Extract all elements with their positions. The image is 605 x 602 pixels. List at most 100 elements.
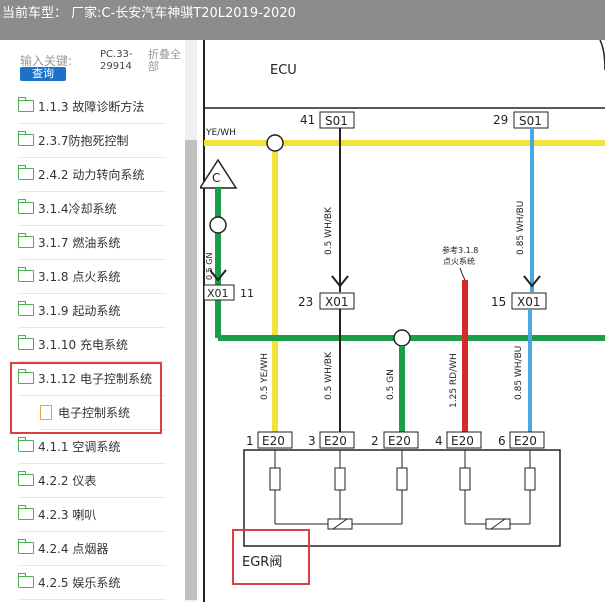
folder-icon xyxy=(18,573,34,588)
selection-highlight xyxy=(10,362,162,434)
search-button[interactable]: 查询 xyxy=(20,67,66,81)
tree-item-electronic-control-doc[interactable]: 电子控制系统 xyxy=(40,395,166,430)
egr-valve-label: EGR阀 xyxy=(242,555,282,570)
resistor xyxy=(269,467,281,491)
folder-icon xyxy=(18,437,34,452)
wire-wh-bu-label: 0.85 WH/BU xyxy=(516,201,526,255)
ref-pointer xyxy=(459,267,466,281)
tree-item-fuel[interactable]: 3.1.7 燃油系统 xyxy=(18,225,166,260)
code-text: PC.33- 29914 xyxy=(100,49,133,72)
tree-item-fault-diagnosis[interactable]: 1.1.3 故障诊断方法 xyxy=(18,89,166,124)
tree-item-charging[interactable]: 3.1.10 充电系统 xyxy=(18,327,166,362)
tree-item-label: 4.2.5 娱乐系统 xyxy=(38,575,121,590)
pin-23-label: 23 xyxy=(298,295,313,309)
tree-item-label: 3.1.10 充电系统 xyxy=(38,337,128,352)
tree-item-label: 3.1.8 点火系统 xyxy=(38,269,121,284)
e20-pin-6: 6 xyxy=(498,434,506,448)
tree-item-abs[interactable]: 2.3.7防抱死控制 xyxy=(18,123,166,158)
pin-41-label: 41 xyxy=(300,113,315,127)
ref-note-line2: 点火系统 xyxy=(443,256,475,266)
pin-29-label: 29 xyxy=(493,113,508,127)
connector-x01-23 xyxy=(319,292,355,310)
pin-15-label: 15 xyxy=(491,295,506,309)
coil-slash xyxy=(332,518,348,530)
resistor xyxy=(459,467,471,491)
tree-item-cigarette-lighter[interactable]: 4.2.4 点烟器 xyxy=(18,531,166,566)
e20-pin-2: 2 xyxy=(371,434,379,448)
folder-icon xyxy=(18,539,34,554)
x01-23-label: X01 xyxy=(325,295,349,309)
sidebar: 输入关键: 查询 PC.33- 29914 折叠全 部 1.1.3 故障诊断方法… xyxy=(0,40,200,602)
connector-e20-2 xyxy=(383,431,419,449)
tree-item-power-steering[interactable]: 2.4.2 动力转向系统 xyxy=(18,157,166,192)
wire-rd-wh-label: 1.25 RD/WH xyxy=(449,353,459,408)
folder-icon xyxy=(18,131,34,146)
title-bar: 当前车型： 厂家:C-长安汽车神骐T20L2019-2020 xyxy=(0,0,605,40)
collapse-all-button[interactable]: 折叠全 部 xyxy=(148,48,181,73)
e20-label: E20 xyxy=(514,434,537,448)
ecu-corner xyxy=(599,40,605,71)
folder-icon xyxy=(18,165,34,180)
tree-item-label: 2.3.7防抱死控制 xyxy=(38,133,129,148)
ecu-label: ECU xyxy=(270,63,297,78)
wire-gn-label: 0.5 GN xyxy=(205,253,214,280)
s01-29-label: S01 xyxy=(519,114,542,128)
tree-item-label: 3.1.7 燃油系统 xyxy=(38,235,121,250)
tree-item-label: 1.1.3 故障诊断方法 xyxy=(38,99,145,114)
tree-item-horn[interactable]: 4.2.3 喇叭 xyxy=(18,497,166,532)
splice-node xyxy=(393,329,411,347)
tree-item-label: 电子控制系统 xyxy=(58,405,131,420)
connector-x01-11 xyxy=(203,284,235,301)
connector-arrow xyxy=(523,275,541,288)
folder-open-icon xyxy=(18,369,34,384)
search-label: 输入关键: xyxy=(20,54,73,68)
folder-icon xyxy=(18,97,34,112)
splice-node xyxy=(266,134,284,152)
resistor xyxy=(524,467,536,491)
vehicle-title: 当前车型： 厂家:C-长安汽车神骐T20L2019-2020 xyxy=(2,6,296,21)
tree-item-label: 4.2.4 点烟器 xyxy=(38,541,109,556)
e20-label: E20 xyxy=(388,434,411,448)
scrollbar-thumb[interactable] xyxy=(185,140,197,600)
tree-item-starting[interactable]: 3.1.9 起动系统 xyxy=(18,293,166,328)
x01-11-label: X01 xyxy=(207,287,229,300)
wire-gn2-label: 0.5 GN xyxy=(386,369,396,400)
wire-ye-wh-label: 0.5 YE/WH xyxy=(260,353,270,400)
tree-item-entertainment[interactable]: 4.2.5 娱乐系统 xyxy=(18,565,166,600)
connector-e20-3 xyxy=(319,431,355,449)
tree-item-label: 2.4.2 动力转向系统 xyxy=(38,167,145,182)
wire-wh-bu2-label: 0.85 WH/BU xyxy=(514,346,524,400)
folder-icon xyxy=(18,505,34,520)
e20-label: E20 xyxy=(262,434,285,448)
wiring-diagram-svg: ECU YE/WH 0.5 YE/WH C 0.5 GN X01 11 0.5 … xyxy=(200,40,605,602)
tree-item-electronic-control[interactable]: 3.1.12 电子控制系统 xyxy=(18,361,166,396)
tree-item-label: 3.1.9 起动系统 xyxy=(38,303,121,318)
tree-item-label: 4.1.1 空调系统 xyxy=(38,439,121,454)
x01-15-label: X01 xyxy=(517,295,541,309)
sidebar-scrollbar[interactable] xyxy=(185,40,197,602)
folder-icon xyxy=(18,199,34,214)
yewh-top-label: YE/WH xyxy=(205,128,236,138)
tree-item-label: 3.1.12 电子控制系统 xyxy=(38,371,152,386)
splice-node xyxy=(209,216,227,234)
folder-icon xyxy=(18,335,34,350)
connector-arrow xyxy=(331,275,349,288)
e20-pin-4: 4 xyxy=(435,434,443,448)
tree-item-ignition[interactable]: 3.1.8 点火系统 xyxy=(18,259,166,294)
resistor xyxy=(334,467,346,491)
connector-s01-41 xyxy=(319,111,355,129)
tree-item-label: 3.1.4冷却系统 xyxy=(38,201,117,216)
tree-item-cooling[interactable]: 3.1.4冷却系统 xyxy=(18,191,166,226)
connector-e20-4 xyxy=(446,431,482,449)
wiring-diagram: ECU YE/WH 0.5 YE/WH C 0.5 GN X01 11 0.5 … xyxy=(200,40,605,602)
s01-41-label: S01 xyxy=(325,114,348,128)
folder-icon xyxy=(18,267,34,282)
e20-pin-1: 1 xyxy=(246,434,254,448)
wire-wh-bk-label: 0.5 WH/BK xyxy=(324,206,334,255)
wire-wh-bk2-label: 0.5 WH/BK xyxy=(324,351,334,400)
c-marker-label: C xyxy=(212,171,220,185)
resistor xyxy=(396,467,408,491)
tree-item-instruments[interactable]: 4.2.2 仪表 xyxy=(18,463,166,498)
folder-icon xyxy=(18,233,34,248)
tree-item-air-conditioning[interactable]: 4.1.1 空调系统 xyxy=(18,429,166,464)
